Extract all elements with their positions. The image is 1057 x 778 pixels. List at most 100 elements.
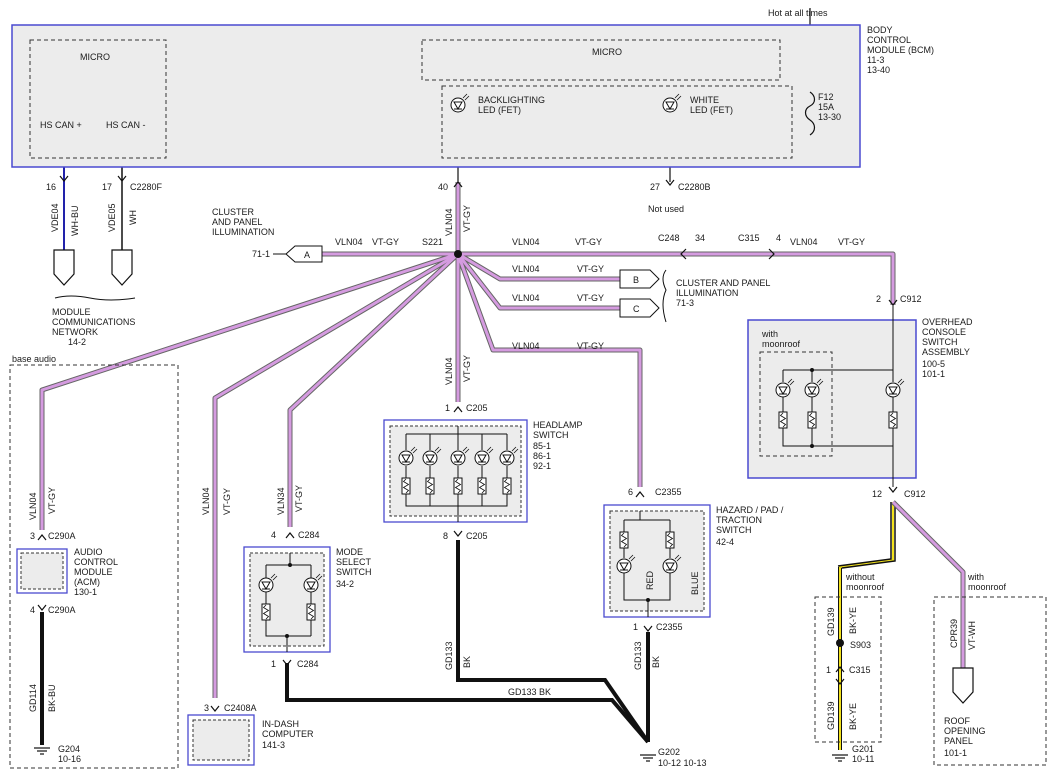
mcn-label: COMMUNICATIONS [52,317,135,327]
overhead-pin-out: 12 [872,489,882,499]
resistor-icon [453,477,463,495]
bcm-name-line: MODULE (BCM) [867,45,934,55]
wire-label-vde04: VDE04 [50,203,60,232]
wire-label-vt-gy: VT-GY [838,237,865,247]
g202-label: G202 [658,747,680,757]
bcm-name-line: 11-3 [867,55,884,65]
wire-label-vln04: VLN04 [444,357,454,385]
ref-71-1: 71-1 [252,249,270,259]
mode-select-switch [243,532,331,666]
wire-label-wh: WH [128,210,138,225]
hazard-name: 42-4 [716,537,734,547]
wire-label-vln04: VLN04 [201,487,211,515]
acm-pin-in: 3 [30,531,35,541]
wire-label-vt-gy: VT-GY [47,487,57,514]
mode-select-conn-out: C284 [297,659,319,669]
wire-label-vt-wh: VT-WH [967,621,977,650]
hazard-conn-in: C2355 [655,487,682,497]
bcm-module [11,24,861,168]
cluster-panel-label: AND PANEL [212,217,262,227]
splice-s903-label: S903 [850,640,871,650]
overhead-console-switch [747,299,917,493]
fuse-f12-icon [804,91,816,136]
fuse-label: 13-30 [818,112,841,122]
wire-label-gd139: GD139 [826,607,836,636]
wire-label-gd133: GD133 [444,641,454,670]
wire-label-bk: BK [462,656,472,668]
overhead-name: 101-1 [922,369,945,379]
headlamp-name: 92-1 [533,461,551,471]
roof-panel-name: 101-1 [944,748,967,758]
overhead-name: 100-5 [922,359,945,369]
wire-vln04-acm [40,252,459,530]
headlamp-name: SWITCH [533,430,569,440]
hs-can-plus-label: HS CAN + [40,120,82,130]
micro-center-label: MICRO [592,47,622,57]
resistor-icon [502,477,512,495]
inline-connector-c315 [768,248,775,260]
g201-label: G201 [852,744,874,754]
wire-label-vt-gy: VT-GY [577,341,604,351]
with-moonroof-right-label: with [967,572,984,582]
hazard-pin-out: 1 [633,622,638,632]
connector-a [273,245,323,263]
cluster-panel-right-label: 71-3 [676,298,694,308]
mode-select-conn-in: C284 [298,530,320,540]
overhead-conn-out: C912 [904,489,926,499]
pin-17: 17 [102,182,112,192]
micro-left-label: MICRO [80,52,110,62]
wire-label-vln04: VLN04 [28,492,38,520]
connector-c315-label: C315 [738,233,760,243]
wire-label-vln34: VLN34 [276,487,286,515]
g204-label: 10-16 [58,754,81,764]
overhead-name: SWITCH [922,337,958,347]
hazard-blue-label: BLUE [690,571,700,595]
connector-c315-lower [835,666,845,685]
resistor-icon [261,603,271,621]
roof-panel-name: PANEL [944,736,973,746]
hazard-pin-in: 6 [628,487,633,497]
overhead-pin-in: 2 [876,294,881,304]
acm-conn-out: C290A [48,605,76,615]
connector-b-label: B [633,275,639,285]
wire-label-vt-gy: VT-GY [575,237,602,247]
connector-c248-label: C248 [658,233,680,243]
inline-connector-c248 [680,248,687,260]
can-connectors [53,249,133,286]
backlighting-label: LED (FET) [478,105,521,115]
roof-panel-name: ROOF [944,716,971,726]
g201-ground-icon [831,754,849,762]
c315-lower-pin: 1 [826,665,831,675]
connector-c2280f: C2280F [130,182,163,192]
wire-label-bk: BK [651,656,661,668]
resistor-icon [477,477,487,495]
connector-b [619,269,660,289]
g204-ground-icon [33,747,51,755]
mode-select-pin-in: 4 [271,530,276,540]
headlamp-name: HEADLAMP [533,420,583,430]
headlamp-switch [383,406,528,537]
mode-select-name: SWITCH [336,567,372,577]
wire-label-vt-gy: VT-GY [577,293,604,303]
mcn-brace [54,295,136,301]
mode-select-name: SELECT [336,557,372,567]
wire-vln04-idc [213,252,459,698]
with-moonroof-label: with [761,329,778,339]
bcm-name-line: CONTROL [867,35,911,45]
splice-s221 [454,250,462,258]
roof-panel-name: OPENING [944,726,986,736]
cluster-panel-right-label: ILLUMINATION [676,288,738,298]
hazard-red-label: RED [645,570,655,590]
roof-opening-panel-connector [952,667,974,704]
with-moonroof-right-label: moonroof [968,582,1007,592]
wire-label-vt-gy: VT-GY [462,205,472,232]
wire-label-vt-gy: VT-GY [577,264,604,274]
connector-c248-pin: 34 [695,233,705,243]
mode-select-name: 34-2 [336,579,354,589]
white-led-label: LED (FET) [690,105,733,115]
wire-label-vt-gy: VT-GY [222,488,232,515]
headlamp-conn-out: C205 [466,531,488,541]
g201-label: 10-11 [852,754,874,764]
connector-c-label: C [633,304,640,314]
wire-label-gd133: GD133 [633,641,643,670]
